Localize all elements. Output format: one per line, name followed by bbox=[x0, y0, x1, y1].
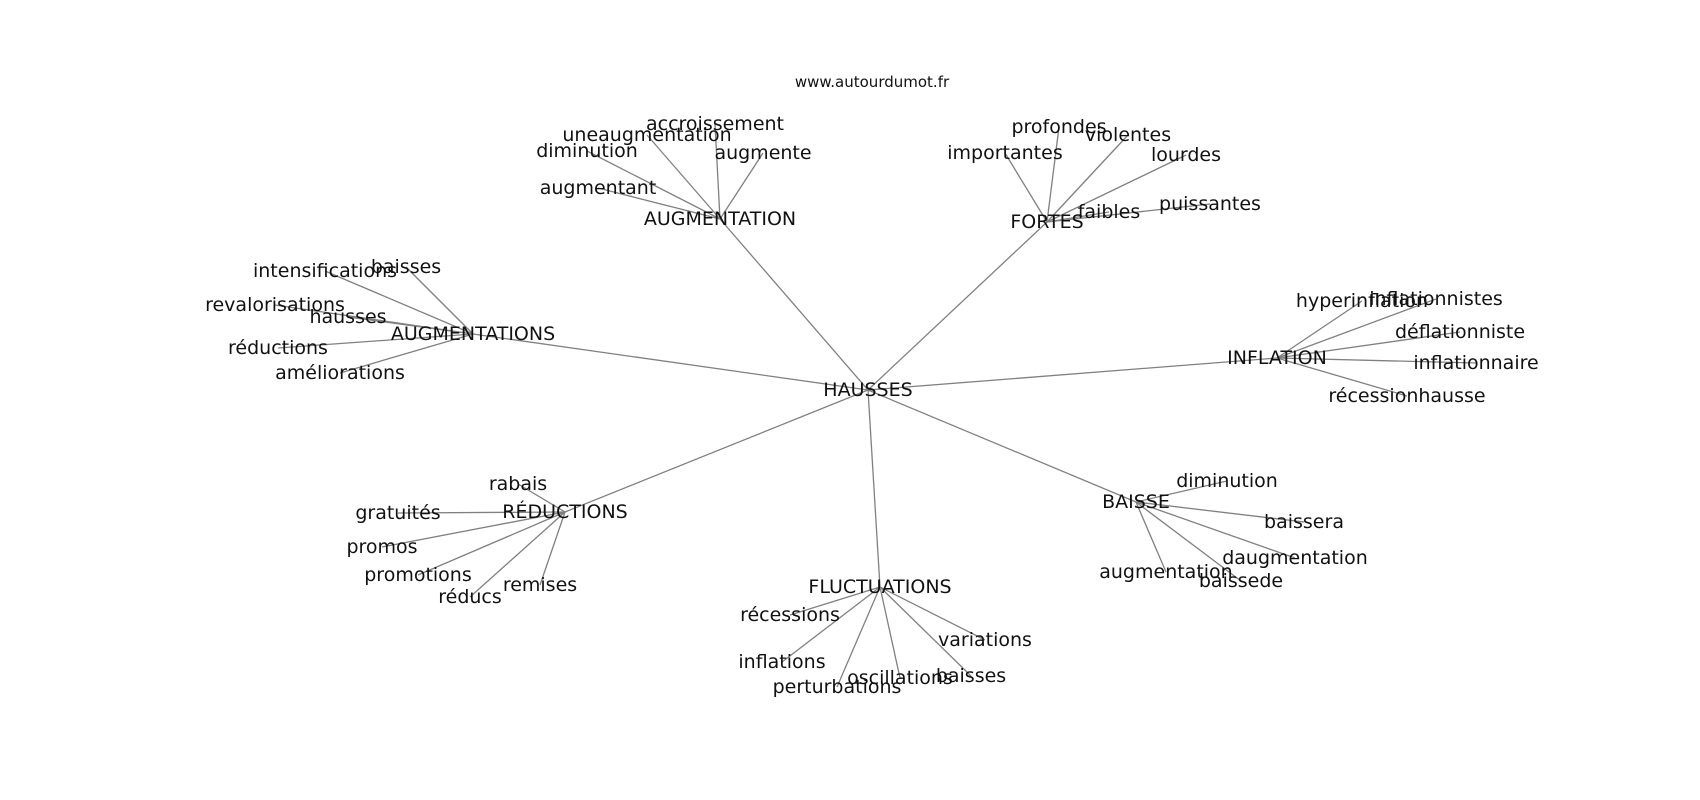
edge-fortes-faibles bbox=[1046, 211, 1110, 223]
graph-labels: HAUSSES AUGMENTATION accroissementuneaugme… bbox=[205, 113, 1539, 698]
node-leaf-revalorisations: revalorisations bbox=[205, 294, 345, 316]
edge-fluctuations-variations bbox=[879, 586, 986, 641]
credit-text: www.autourdumot.fr bbox=[795, 73, 950, 91]
edge-augmentations-hausses bbox=[347, 316, 474, 335]
node-leaf-accroissement: accroissement bbox=[646, 113, 784, 135]
edge-augmentations-baisses bbox=[405, 266, 474, 335]
edge-baisse-daugmentation bbox=[1135, 501, 1296, 559]
node-leaf-promos: promos bbox=[346, 536, 417, 558]
node-leaf-variations: variations bbox=[938, 629, 1032, 651]
edge-reductions-rabais bbox=[517, 483, 566, 513]
edge-center-fluctuations bbox=[867, 389, 881, 588]
edge-fortes-violentes bbox=[1046, 134, 1129, 223]
node-leaf-ameliorations: améliorations bbox=[275, 362, 405, 384]
edge-center-augmentations bbox=[472, 333, 869, 391]
node-leaf-augmentant: augmentant bbox=[540, 177, 657, 199]
edge-augmentation-diminution bbox=[586, 150, 721, 220]
graph-edges bbox=[274, 123, 1477, 688]
edge-baisse-baissede bbox=[1135, 501, 1242, 582]
edge-fortes-lourdes bbox=[1046, 154, 1187, 223]
edge-augmentation-uneaugmentation bbox=[646, 134, 721, 220]
node-leaf-oscillations: oscillations bbox=[847, 667, 953, 689]
node-leaf-rabais: rabais bbox=[489, 473, 547, 495]
edge-center-augmentation bbox=[719, 218, 869, 391]
edge-center-baisse bbox=[867, 389, 1137, 503]
node-leaf-violentes: violentes bbox=[1085, 124, 1171, 146]
edge-reductions-promos bbox=[381, 511, 566, 548]
edge-augmentations-ameliorations bbox=[339, 333, 474, 374]
edge-inflation-inflationnaire bbox=[1276, 357, 1477, 364]
node-leaf-diminution: diminution bbox=[536, 140, 638, 162]
edge-fluctuations-recessions bbox=[789, 586, 881, 616]
edge-baisse-baissera bbox=[1135, 501, 1305, 523]
edge-augmentation-augmentant bbox=[597, 187, 721, 220]
node-leaf-recessions: récessions bbox=[740, 604, 840, 626]
edge-augmentation-augmente bbox=[719, 152, 764, 220]
edge-reductions-reducs bbox=[469, 511, 566, 598]
node-leaf-promotions: promotions bbox=[364, 564, 472, 586]
edge-fortes-importantes bbox=[1004, 152, 1048, 223]
node-leaf-hausses: hausses bbox=[309, 306, 386, 328]
node-leaf-daugmentation: daugmentation bbox=[1222, 547, 1368, 569]
node-leaf-faibles: faibles bbox=[1078, 201, 1141, 223]
node-leaf-importantes: importantes bbox=[947, 142, 1062, 164]
edge-augmentation-accroissement bbox=[714, 123, 721, 220]
node-leaf-reducs: réducs bbox=[438, 586, 502, 608]
node-leaf-inflationnistes: inflationnistes bbox=[1369, 288, 1503, 310]
edge-fluctuations-perturbations bbox=[836, 586, 881, 688]
node-leaf-lourdes: lourdes bbox=[1151, 144, 1221, 166]
node-leaf-inflations: inflations bbox=[738, 651, 825, 673]
node-hub-inflation: INFLATION bbox=[1227, 347, 1327, 369]
node-leaf-baisses: baisses bbox=[371, 256, 441, 278]
edge-inflation-recessionhausse bbox=[1276, 357, 1408, 397]
edge-inflation-hyperinflation bbox=[1276, 300, 1363, 359]
node-leaf-augmente: augmente bbox=[714, 142, 811, 164]
edge-reductions-remises bbox=[539, 511, 566, 586]
edge-augmentations-reductions bbox=[277, 333, 474, 349]
edge-inflation-deflationniste bbox=[1276, 331, 1461, 359]
node-leaf-deflationniste: déflationniste bbox=[1395, 321, 1525, 343]
node-hub-baisse: BAISSE bbox=[1102, 491, 1170, 513]
node-leaf-uneaugmentation: uneaugmentation bbox=[562, 124, 731, 146]
node-leaf-perturbations: perturbations bbox=[773, 676, 902, 698]
node-leaf-puissantes: puissantes bbox=[1159, 193, 1261, 215]
edge-augmentations-intensifications bbox=[324, 270, 474, 335]
node-leaf-gratuites: gratuités bbox=[355, 502, 440, 524]
node-hub-fluctuations: FLUCTUATIONS bbox=[808, 576, 951, 598]
edge-center-inflation bbox=[867, 357, 1278, 391]
node-leaf-intensifications: intensifications bbox=[253, 260, 397, 282]
node-hub-augmentations: AUGMENTATIONS bbox=[391, 323, 555, 345]
edge-fluctuations-inflations bbox=[781, 586, 881, 663]
edge-center-reductions bbox=[564, 389, 869, 513]
node-leaf-diminution: diminution bbox=[1176, 470, 1278, 492]
edge-reductions-gratuites bbox=[397, 511, 566, 514]
node-leaf-recessionhausse: récessionhausse bbox=[1328, 385, 1485, 407]
node-leaf-baisses: baisses bbox=[936, 665, 1006, 687]
edge-inflation-inflationnistes bbox=[1276, 298, 1437, 359]
node-leaf-remises: remises bbox=[503, 574, 577, 596]
edge-fluctuations-oscillations bbox=[879, 586, 901, 679]
node-hub-reductions: RÉDUCTIONS bbox=[502, 500, 627, 523]
edge-baisse-diminution bbox=[1135, 480, 1228, 503]
node-leaf-baissera: baissera bbox=[1264, 511, 1344, 533]
node-hub-augmentation: AUGMENTATION bbox=[644, 208, 796, 230]
edge-baisse-augmentation bbox=[1135, 501, 1167, 573]
node-hub-fortes: FORTES bbox=[1010, 211, 1083, 233]
node-leaf-baissede: baissede bbox=[1199, 570, 1283, 592]
edge-fluctuations-baisses bbox=[879, 586, 972, 677]
node-leaf-augmentation: augmentation bbox=[1099, 561, 1232, 583]
edge-reductions-promotions bbox=[417, 511, 566, 576]
node-leaf-profondes: profondes bbox=[1011, 116, 1106, 138]
edge-center-fortes bbox=[867, 221, 1048, 391]
edge-fortes-puissantes bbox=[1046, 203, 1211, 223]
node-center-hausses: HAUSSES bbox=[823, 379, 912, 401]
node-leaf-hyperinflation: hyperinflation bbox=[1296, 290, 1428, 312]
node-leaf-inflationnaire: inflationnaire bbox=[1413, 352, 1538, 374]
edge-fortes-profondes bbox=[1046, 126, 1060, 223]
node-leaf-reductions: réductions bbox=[228, 337, 328, 359]
